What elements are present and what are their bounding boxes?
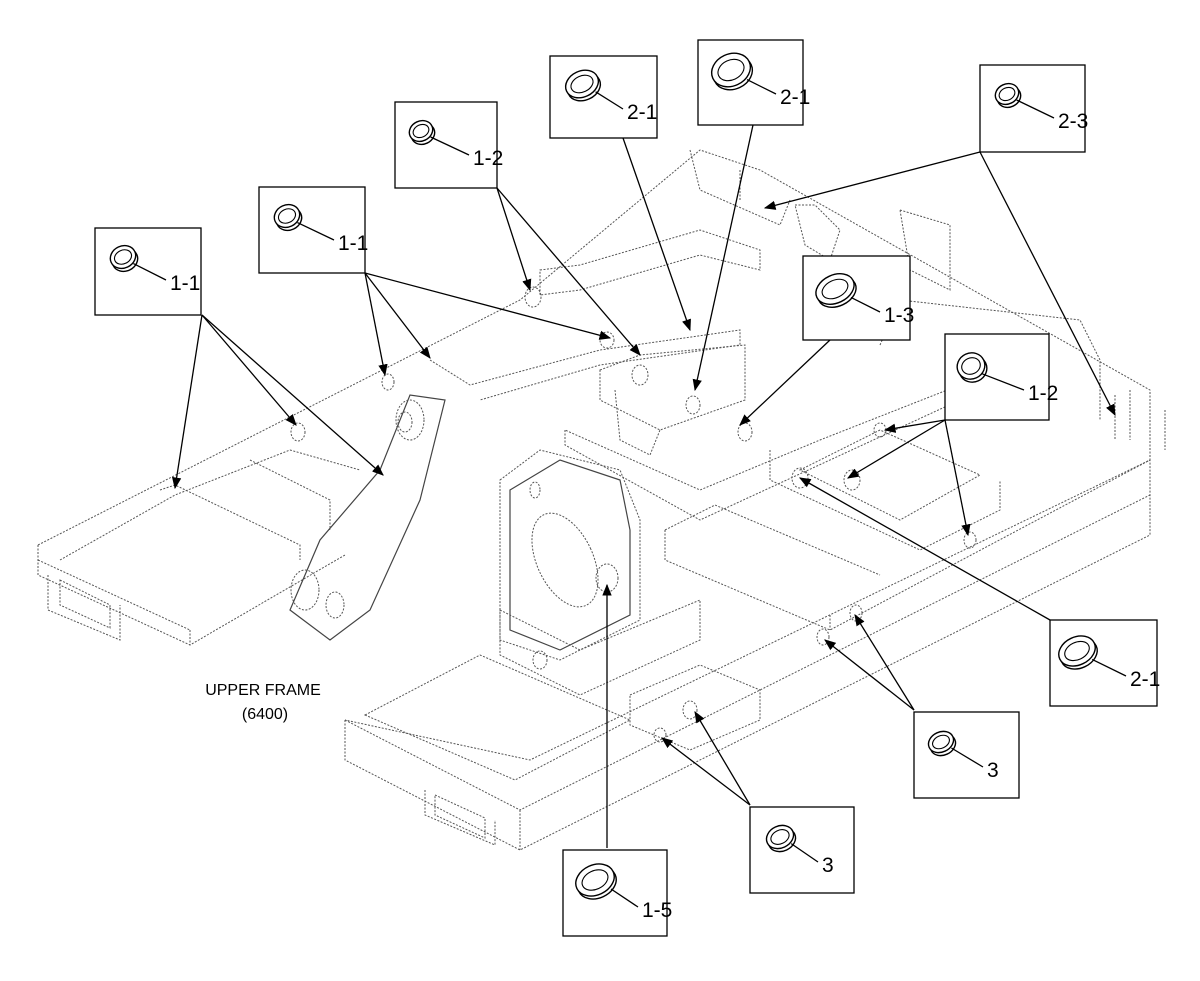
callout-leader	[610, 888, 639, 908]
ring-icon-bore	[412, 123, 430, 139]
callout-label: 3	[987, 759, 999, 782]
callout-c12: 1-5	[562, 849, 672, 937]
ring-icon-bore	[113, 249, 133, 265]
callout-leader	[1016, 99, 1055, 119]
ring-icon-bore	[998, 86, 1016, 102]
callout-box-frame	[944, 333, 1050, 421]
frame-label-code: (6400)	[242, 706, 288, 723]
callout-label: 1-2	[473, 147, 503, 170]
callout-label: 2-1	[780, 86, 810, 109]
callout-box-frame	[749, 806, 855, 894]
callout-c10: 3	[913, 711, 1020, 799]
ring-icon-bore	[570, 74, 594, 94]
callout-leader	[981, 373, 1025, 391]
callout-boxes: 1-1 1-1 1-2 2-1 2-1 2-3 1-3 1-2 2-1 3 3 1-5	[94, 39, 1160, 937]
callout-leader	[595, 91, 624, 110]
callout-leader	[430, 136, 470, 156]
ring-icon-bore	[770, 829, 790, 845]
callout-leader	[746, 79, 777, 95]
callout-box-frame	[562, 849, 668, 937]
callout-c1: 1-1	[94, 227, 202, 316]
callout-c2: 1-1	[258, 186, 368, 274]
callout-label: 1-2	[1028, 382, 1058, 405]
ring-icon-bore	[1064, 640, 1090, 662]
ring-icon-bore	[581, 869, 609, 891]
callout-c7: 1-3	[802, 255, 914, 341]
ring-icon-bore	[821, 278, 849, 300]
ring-icon-bore	[277, 208, 297, 224]
callout-leader	[951, 747, 984, 768]
callout-label: 1-5	[642, 899, 672, 922]
callout-leader	[1091, 658, 1127, 677]
callout-c4: 2-1	[549, 55, 658, 139]
callout-label: 1-1	[338, 232, 368, 255]
callout-c6: 2-3	[979, 64, 1088, 153]
callout-label: 1-3	[884, 304, 914, 327]
upper-frame-drawing	[37, 149, 1166, 851]
callout-c9: 2-1	[1049, 619, 1160, 707]
callout-leader	[133, 263, 167, 281]
callout-c3: 1-2	[394, 101, 503, 189]
ring-icon-bore	[961, 357, 981, 375]
callout-label: 2-1	[627, 101, 657, 124]
callout-leader	[850, 296, 881, 313]
ring-icon-bore	[932, 734, 950, 750]
callout-box-frame	[697, 39, 804, 126]
callout-label: 1-1	[170, 272, 200, 295]
ring-icon-bore	[717, 58, 745, 82]
frame-label-title: UPPER FRAME	[205, 682, 321, 699]
callout-box-frame	[394, 101, 498, 189]
callout-label: 2-3	[1058, 110, 1088, 133]
callout-c5: 2-1	[697, 39, 810, 126]
callout-label: 3	[822, 854, 834, 877]
leader-lines	[171, 124, 1116, 848]
callout-c11: 3	[749, 806, 855, 894]
callout-c8: 1-2	[944, 333, 1058, 421]
callout-box-frame	[979, 64, 1086, 153]
callout-leader	[297, 222, 335, 241]
callout-label: 2-1	[1130, 668, 1160, 691]
callout-leader	[790, 843, 819, 863]
callout-box-frame	[913, 711, 1020, 799]
